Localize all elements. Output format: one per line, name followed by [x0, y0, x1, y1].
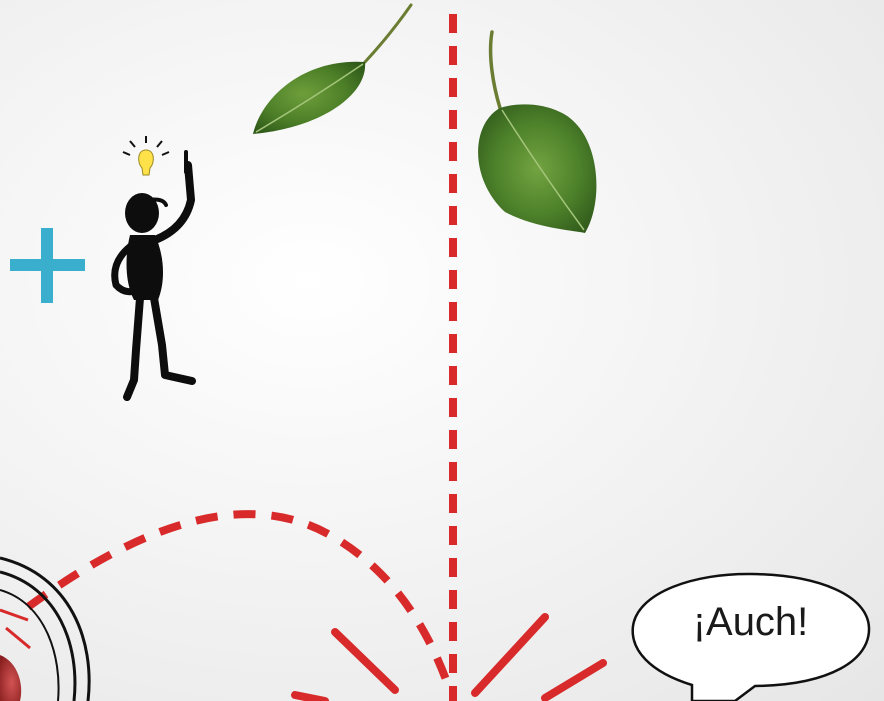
stick-figure-idea-icon	[115, 152, 192, 397]
plus-icon	[10, 228, 85, 303]
leaf-icon	[478, 32, 596, 233]
target-icon	[0, 558, 89, 701]
trajectory-arc	[28, 514, 448, 685]
leaf-icon	[253, 5, 411, 134]
speech-bubble-text: ¡Auch!	[648, 602, 853, 642]
lightbulb-icon	[123, 136, 169, 175]
